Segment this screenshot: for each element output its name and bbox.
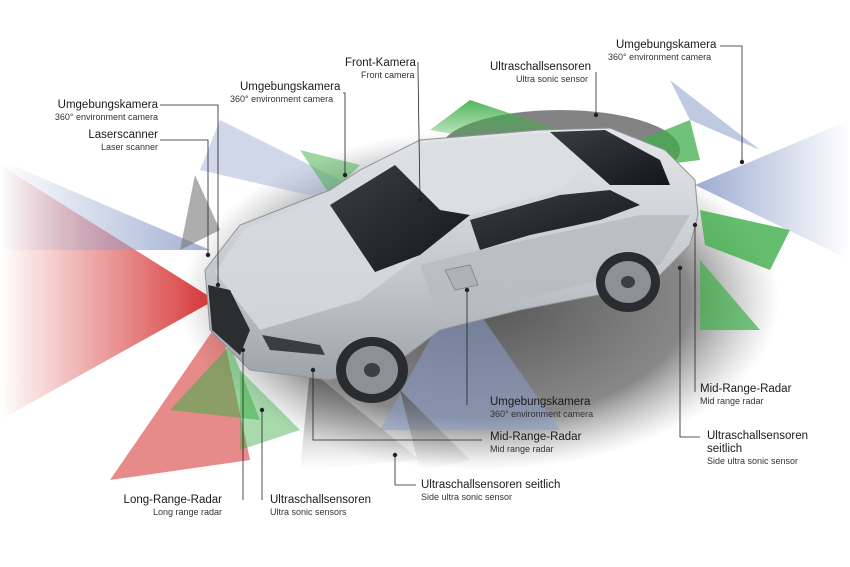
label-de: Long-Range-Radar [123,494,222,506]
label-en: 360° environment camera [608,52,712,63]
label-mid-range-radar-front: Mid-Range-Radar Mid range radar [490,431,581,455]
label-en: 360° environment camera [230,94,334,105]
leader-dot [342,172,348,178]
label-mid-range-radar-rear: Mid-Range-Radar Mid range radar [700,383,791,407]
label-en: Ultra sonic sensors [270,507,347,518]
label-en: Front camera [361,70,415,81]
car-rear-window [550,130,670,185]
label-ultrasonic-side-rear: Ultraschallsensoren seitlich Side ultra … [707,430,808,467]
car-side-windows [470,190,640,250]
front-wheel [336,337,408,403]
car-roof [395,133,605,215]
leader-dot [259,407,265,413]
laser-scanner-field [0,160,210,250]
leader-env-camera-front [160,104,219,285]
leader-laserscanner [160,139,209,255]
label-long-range-radar: Long-Range-Radar Long range radar [100,494,222,518]
leader-dot [464,287,470,293]
ultrasonic-front-low-field [170,345,260,420]
leader-ultrasonic-side-front [394,455,416,486]
car [204,127,699,403]
ultrasonic-front-low-field-2 [240,370,300,450]
label-en: Side ultra sonic sensor [707,456,799,467]
leader-dot [240,347,246,353]
ultrasonic-side-rear-field [700,210,790,270]
label-env-camera-mirror-top: Umgebungskamera 360° environment camera [230,81,340,105]
car-side-mirror [444,264,479,291]
side-ultrasonic-field-mid [400,390,470,470]
label-laserscanner: Laserscanner Laser scanner [38,129,158,153]
label-en: Side ultra sonic sensor [421,492,513,503]
leader-dot [593,112,599,118]
label-de: Mid-Range-Radar [490,431,582,443]
label-de: Umgebungskamera [57,99,158,111]
leader-lines [160,45,745,500]
label-de: Ultraschallsensoren seitlich [421,479,561,491]
leader-mid-range-radar-front [312,370,482,441]
leader-dot [310,367,316,373]
leader-dot [677,265,683,271]
label-en: Ultra sonic sensor [516,74,589,85]
sensor-fields [0,80,850,480]
label-de: Front-Kamera [345,57,416,69]
label-env-camera-mirror: Umgebungskamera 360° environment camera [490,396,593,420]
mirror-camera-field [380,285,560,430]
label-env-camera-rear: Umgebungskamera 360° environment camera [608,39,716,63]
label-env-camera-front: Umgebungskamera 360° environment camera [38,99,158,123]
label-en: Long range radar [152,507,222,518]
leader-ultrasonic-side-rear [679,268,700,438]
label-en: Laser scanner [100,142,158,153]
label-ultrasonic-front: Ultraschallsensoren Ultra sonic sensor [490,61,591,85]
label-de: Mid-Range-Radar [700,383,792,395]
label-de: Ultraschallsensoren [270,494,371,506]
leader-dot [205,252,211,258]
leader-dot [417,197,423,203]
leader-dot [215,282,221,288]
label-de: Umgebungskamera [616,39,717,51]
car-windshield [330,165,470,272]
car-side-panel [420,215,690,320]
leader-dot [739,159,745,165]
label-ultrasonic-side-front: Ultraschallsensoren seitlich Side ultra … [421,479,560,503]
car-grille [208,285,250,355]
leader-dot [392,452,398,458]
label-en: 360° environment camera [490,409,594,420]
label-de: Umgebungskamera [490,396,591,408]
ultrasonic-rear-low-field [700,260,760,330]
label-en: Mid range radar [490,444,554,455]
label-de: Ultraschallsensoren [707,430,808,442]
car-body [204,127,699,381]
leader-dot [692,222,698,228]
label-de: Umgebungskamera [240,81,341,93]
rear-camera-field [695,120,850,260]
label-en: Mid range radar [700,396,764,407]
front-side-gray-field [180,175,220,250]
label-de: Laserscanner [88,129,158,141]
leader-env-camera-mirror-top [343,92,346,175]
rear-camera-field-top [670,80,760,150]
label-en: 360° environment camera [54,112,158,123]
leader-env-camera-rear [720,45,743,162]
leader-front-camera [417,62,421,201]
side-ultrasonic-field-front [300,370,420,470]
front-camera-field [200,120,350,200]
car-headlight [262,335,325,355]
label-ultrasonic-bottom: Ultraschallsensoren Ultra sonic sensors [270,494,371,518]
label-de-2: seitlich [707,443,743,456]
rear-wheel [596,252,660,312]
label-front-camera: Front-Kamera Front camera [345,57,416,81]
label-de: Ultraschallsensoren [490,61,591,73]
